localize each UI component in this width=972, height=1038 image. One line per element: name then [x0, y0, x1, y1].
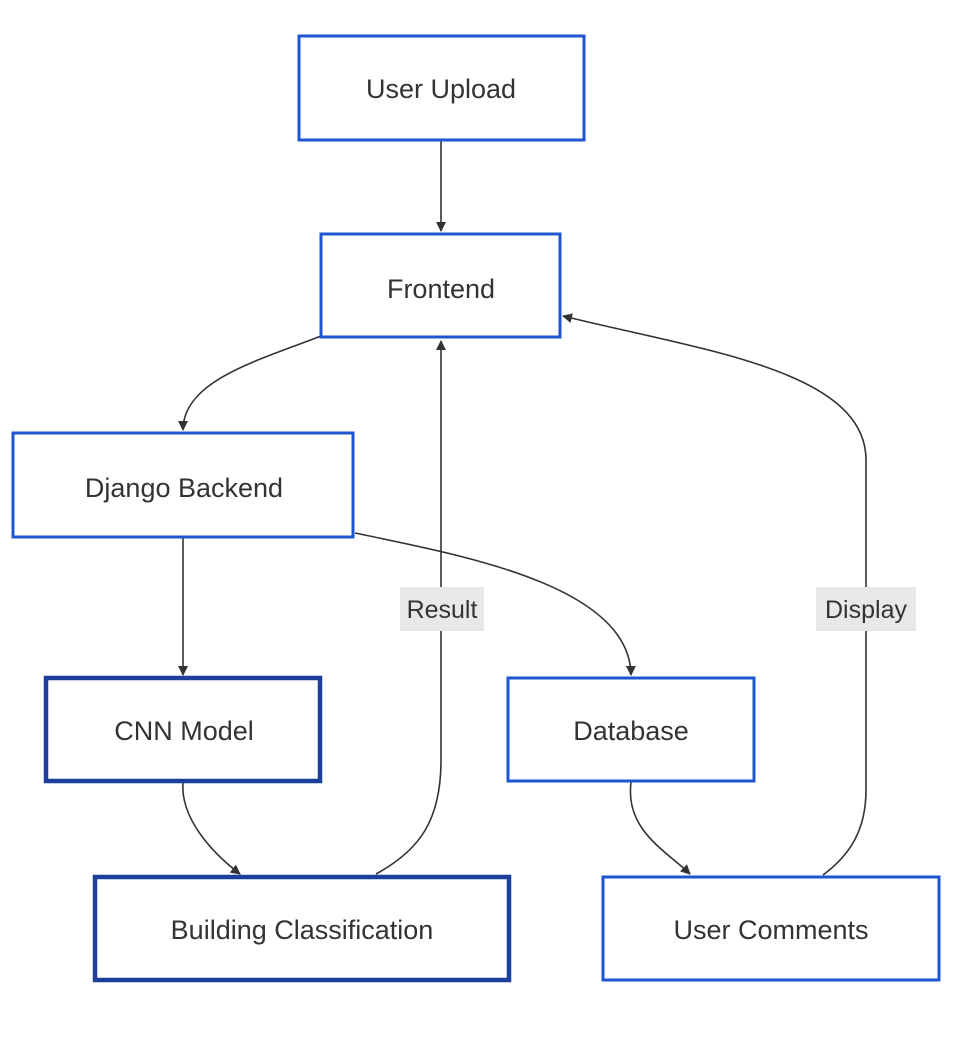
- edge-label-display-background: [816, 587, 916, 631]
- node-building-classification-label: Building Classification: [171, 915, 434, 945]
- edge-frontend-to-django-backend: [178, 335, 322, 431]
- edge-label-display-group: Display: [816, 587, 916, 631]
- node-database-box: [506, 676, 756, 783]
- node-user-comments: User Comments: [601, 875, 941, 982]
- node-django-backend: Django Backend: [11, 431, 355, 539]
- node-user-comments-box: [601, 875, 941, 982]
- edge-label-display: Display: [825, 596, 907, 624]
- node-building-classification: Building Classification: [92, 874, 512, 983]
- node-user-comments-label: User Comments: [673, 915, 868, 945]
- node-django-backend-label: Django Backend: [85, 473, 283, 503]
- edge-user-comments-to-frontend: [562, 313, 867, 876]
- node-cnn-model-box: [43, 675, 323, 784]
- node-django-backend-box: [11, 431, 355, 539]
- node-frontend-label: Frontend: [387, 274, 495, 304]
- node-building-classification-box: [92, 874, 512, 983]
- edge-label-result-background: [400, 587, 484, 631]
- node-frontend-box: [319, 232, 562, 339]
- edge-database-to-user-comments: [629, 781, 691, 875]
- edge-label-result: Result: [407, 596, 478, 624]
- edges: [178, 140, 867, 876]
- node-user-upload: User Upload: [297, 34, 586, 142]
- edge-cnn-model-to-building-classification: [182, 781, 241, 875]
- node-frontend: Frontend: [319, 232, 562, 339]
- node-database: Database: [506, 676, 756, 783]
- edge-building-classification-to-frontend: [375, 340, 446, 875]
- edge-django-backend-to-database: [354, 532, 636, 676]
- node-user-upload-box: [297, 34, 586, 142]
- edge-label-result-group: Result: [400, 587, 484, 631]
- node-cnn-model-label: CNN Model: [114, 716, 254, 746]
- node-cnn-model: CNN Model: [43, 675, 323, 784]
- node-user-upload-label: User Upload: [366, 74, 516, 104]
- node-database-label: Database: [573, 716, 689, 746]
